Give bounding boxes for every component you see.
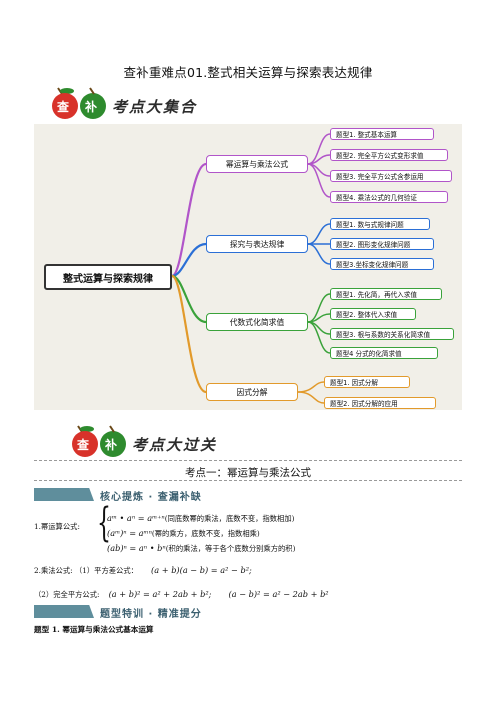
leaf-item: 题型3. 完全平方公式含参运用 — [330, 170, 452, 182]
leaf-item: 题型2. 图形变化规律问题 — [330, 238, 434, 250]
leaf-item: 题型1. 因式分解 — [324, 376, 410, 388]
banner-heading: 考点大集合 — [112, 98, 198, 116]
branch-algebraic-simplification: 代数式化简求值 — [206, 313, 308, 331]
difference-of-squares: 2.乘法公式: （1）平方差公式： (a + b)(a − b) = a² − … — [34, 558, 252, 577]
core-summary-bar: 核心提炼 · 查漏补缺 — [34, 488, 234, 503]
leaf-item: 题型4. 乘法公式的几何验证 — [330, 191, 448, 203]
divider — [34, 460, 462, 461]
page-title: 查补重难点01.整式相关运算与探索表达规律 — [123, 65, 373, 80]
mind-map-connectors — [170, 133, 331, 404]
leaf-item: 题型2. 整体代入求值 — [330, 308, 416, 320]
bar-label: 核心提炼 · 查漏补缺 — [100, 492, 202, 503]
rule-note: (幂的乘方，底数不变，指数相乘) — [151, 529, 260, 538]
power-rule: aᵐ • aⁿ = aᵐ⁺ⁿ(同底数幂的乘法，底数不变，指数相加) — [107, 506, 295, 523]
leaf-item: 题型4 分式的化简求值 — [330, 347, 438, 359]
logo-char-2: 补 — [105, 438, 118, 452]
branch-factorization: 因式分解 — [206, 383, 298, 401]
formula: (a + b)(a − b) = a² − b²; — [151, 565, 252, 575]
rule-formula: (ab)ⁿ = aⁿ • bⁿ — [107, 543, 166, 553]
mind-map-root: 整式运算与探索规律 — [44, 264, 172, 290]
mind-map: 整式运算与探索规律 幂运算与乘法公式 探究与表达规律 代数式化简求值 因式分解 … — [34, 124, 462, 410]
formula: (a + b)² = a² + 2ab + b²; — [108, 589, 212, 599]
leaf-item: 题型2. 因式分解的应用 — [324, 397, 436, 409]
leaf-item: 题型3.坐标变化规律问题 — [330, 258, 434, 270]
leaf-item: 题型1. 整式基本运算 — [330, 128, 434, 140]
practice-bar: 题型特训 · 精准提分 — [34, 605, 234, 620]
branch-explore-patterns: 探究与表达规律 — [206, 235, 308, 253]
leaf-item: 题型1. 先化简，再代入求值 — [330, 288, 442, 300]
rule-note: (积的乘法，等于各个底数分别乘方的积) — [165, 544, 296, 553]
leaf-item: 题型2. 完全平方公式变形求值 — [330, 149, 448, 161]
power-rule: (aᵐ)ⁿ = aᵐⁿ(幂的乘方，底数不变，指数相乘) — [107, 521, 295, 538]
leaf-item: 题型1. 数与式规律问题 — [330, 218, 430, 230]
logo-char-1: 查 — [77, 438, 90, 452]
banner-key-points-review: 查 补 考点大过关 — [70, 424, 230, 458]
power-rules-label: 1.幂运算公式: — [34, 522, 80, 531]
perfect-square: （2）完全平方公式: (a + b)² = a² + 2ab + b²; (a … — [34, 582, 329, 601]
leaf-item: 题型3. 根与系数的关系化简求值 — [330, 328, 454, 340]
apple-logo-icon — [72, 425, 126, 457]
formula-label: 2.乘法公式: （1）平方差公式： — [34, 566, 138, 575]
banner-key-points-collection: 查 补 考点大集合 — [50, 86, 200, 120]
banner-heading: 考点大过关 — [132, 436, 218, 454]
power-rules-list: aᵐ • aⁿ = aᵐ⁺ⁿ(同底数幂的乘法，底数不变，指数相加) (aᵐ)ⁿ … — [107, 506, 296, 553]
section-title: 考点一：幂运算与乘法公式 — [185, 467, 311, 479]
formula: (a − b)² = a² − 2ab + b² — [228, 589, 329, 599]
bar-label: 题型特训 · 精准提分 — [100, 609, 202, 620]
bar-ribbon — [34, 488, 94, 501]
branch-power-operations: 幂运算与乘法公式 — [206, 155, 308, 173]
rule-note: (同底数幂的乘法，底数不变，指数相加) — [164, 514, 295, 523]
brace: { — [97, 500, 111, 546]
power-rule: (ab)ⁿ = aⁿ • bⁿ(积的乘法，等于各个底数分别乘方的积) — [107, 536, 296, 553]
apple-logo-icon — [52, 87, 106, 119]
bar-ribbon — [34, 605, 94, 618]
divider — [34, 480, 462, 481]
rule-formula: aᵐ • aⁿ = aᵐ⁺ⁿ — [107, 513, 165, 523]
question-type-title: 题型 1. 幂运算与乘法公式基本运算 — [34, 625, 154, 634]
logo-char-1: 查 — [57, 100, 70, 114]
logo-char-2: 补 — [85, 100, 98, 114]
formula-label: （2）完全平方公式: — [34, 590, 100, 599]
rule-formula: (aᵐ)ⁿ = aᵐⁿ — [107, 528, 152, 538]
